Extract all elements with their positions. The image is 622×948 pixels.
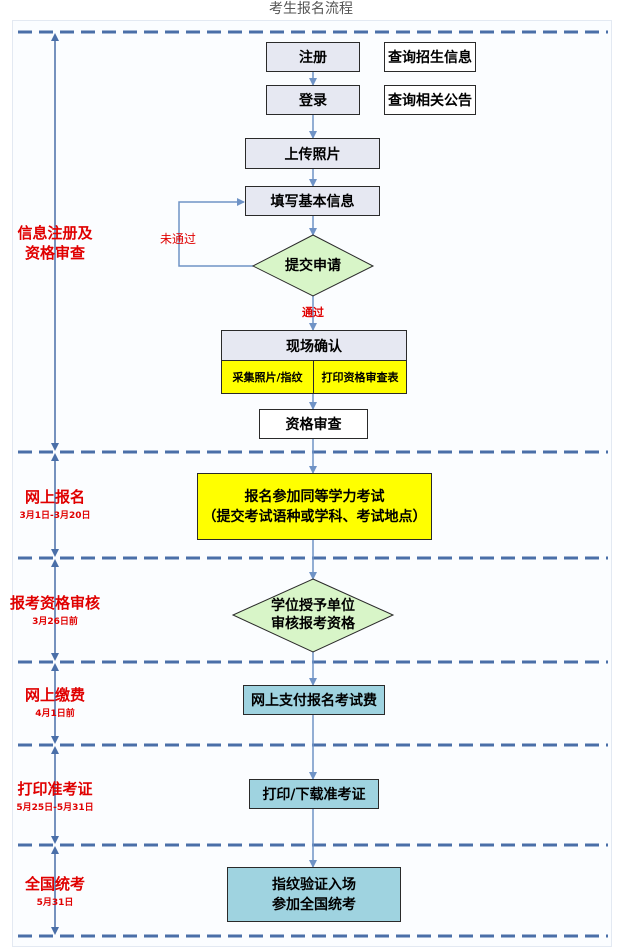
apply-exam-line1: 报名参加同等学力考试 [244, 488, 385, 505]
unit-review-line1: 学位授予单位 [271, 598, 355, 614]
stage-national-exam: 全国统考 5月31日 [0, 874, 110, 910]
fill-info-node: 填写基本信息 [245, 186, 380, 216]
stage-name: 全国统考 [24, 875, 85, 893]
stage-online-registration: 网上报名 3月1日-3月20日 [0, 487, 110, 523]
stage-name: 资格审查 [24, 244, 85, 262]
onsite-confirm-node: 现场确认 [221, 330, 407, 361]
stage-info-registration: 信息注册及 资格审查 [0, 223, 110, 263]
exam-node: 指纹验证入场 参加全国统考 [227, 867, 401, 922]
submit-label: 提交申请 [285, 258, 341, 274]
submit-diamond [251, 234, 375, 297]
stage-name: 打印准考证 [17, 780, 93, 798]
stage-date: 5月31日 [36, 898, 74, 908]
stage-name: 网上报名 [24, 488, 85, 506]
stage-date: 3月1日-3月20日 [19, 511, 91, 521]
stage-date: 4月1日前 [35, 709, 75, 719]
stage-date: 3月26日前 [32, 617, 78, 627]
fail-label: 未通过 [160, 232, 197, 246]
stage-online-payment: 网上缴费 4月1日前 [0, 685, 110, 721]
pass-label: 通过 [302, 306, 324, 319]
register-node: 注册 [266, 42, 360, 72]
pay-online-node: 网上支付报名考试费 [243, 685, 385, 715]
query-notice-node: 查询相关公告 [384, 85, 476, 115]
unit-review-diamond [231, 578, 395, 653]
arrow-fail-loop [178, 198, 253, 267]
collect-photo-node: 采集照片/指纹 [221, 360, 314, 394]
login-node: 登录 [266, 85, 360, 115]
stage-date: 5月25日-5月31日 [16, 803, 94, 813]
stage-qualification-review: 报考资格审核 3月26日前 [0, 593, 110, 629]
unit-review-label: 学位授予单位 审核报考资格 [253, 597, 373, 633]
unit-review-line2: 审核报考资格 [271, 616, 355, 632]
qualification-review-node: 资格审查 [259, 409, 368, 439]
apply-exam-node: 报名参加同等学力考试 （提交考试语种或学科、考试地点） [197, 473, 432, 540]
flow-arrows [178, 72, 317, 868]
stage-name: 网上缴费 [24, 686, 85, 704]
stage-name: 报考资格审核 [9, 594, 100, 612]
exam-line2: 参加全国统考 [272, 896, 356, 913]
apply-exam-line2: （提交考试语种或学科、考试地点） [202, 508, 427, 525]
upload-photo-node: 上传照片 [245, 138, 380, 169]
print-form-node: 打印资格审查表 [313, 360, 407, 394]
stage-name: 信息注册及 [17, 224, 93, 242]
exam-line1: 指纹验证入场 [272, 876, 356, 893]
query-admission-node: 查询招生信息 [384, 42, 476, 72]
print-ticket-node: 打印/下载准考证 [249, 779, 379, 809]
stage-print-ticket: 打印准考证 5月25日-5月31日 [0, 779, 110, 815]
page-title: 考生报名流程 [269, 1, 353, 17]
